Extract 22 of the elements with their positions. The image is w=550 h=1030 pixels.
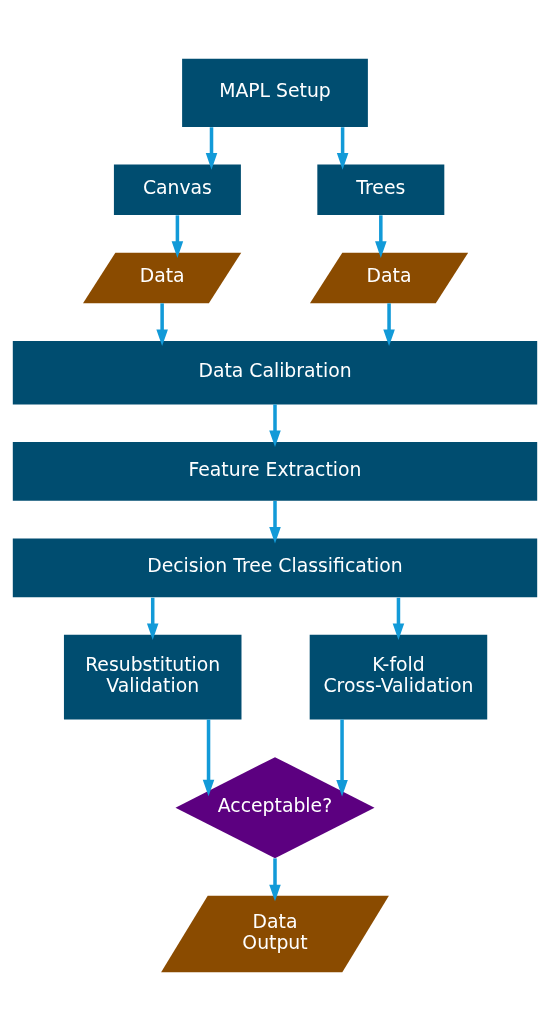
arrow (383, 302, 395, 346)
arrow (205, 126, 218, 170)
arrow (336, 719, 348, 797)
node-box: Decision Tree Classification (12, 537, 538, 597)
arrow (146, 597, 159, 640)
arrow (392, 597, 405, 640)
node-box: MAPL Setup (182, 58, 368, 127)
node-box: K-fold Cross-Validation (309, 634, 488, 719)
node-box: Canvas (113, 164, 241, 215)
arrow (156, 302, 168, 346)
arrow (202, 719, 215, 796)
arrow (336, 126, 349, 170)
node-box: Resubstitution Validation (63, 634, 242, 719)
arrow (269, 403, 281, 447)
node-diamond: Acceptable? (175, 756, 375, 858)
arrow (269, 857, 281, 901)
arrow (375, 214, 387, 258)
node-box: Trees (317, 164, 445, 215)
node-box: Feature Extraction (12, 441, 538, 501)
node-box: Data Calibration (12, 340, 538, 404)
arrow (171, 214, 184, 258)
arrow (269, 500, 281, 544)
